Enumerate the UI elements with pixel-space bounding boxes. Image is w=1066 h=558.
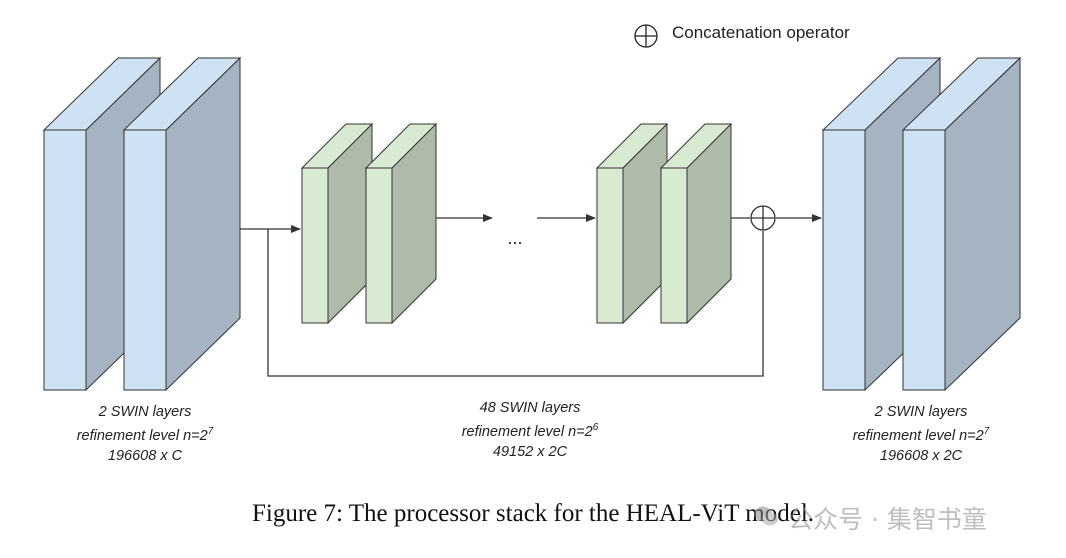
circled-plus-icon [634, 24, 658, 48]
middle-block-label: 48 SWIN layers refinement level n=26 491… [410, 398, 650, 462]
output-dimensions: 196608 x 2C [879, 447, 963, 464]
input-block-label: 2 SWIN layers refinement level n=27 1966… [40, 402, 250, 466]
middle-dimensions: 49152 x 2C [492, 443, 568, 460]
middle-refinement-level: refinement level n=26 [461, 422, 599, 440]
middle-layer-count: 48 SWIN layers [479, 400, 581, 416]
input-refinement-level: refinement level n=27 [76, 426, 214, 444]
middle-swin-layer-1 [300, 122, 374, 325]
middle-swin-layer-2 [364, 122, 438, 325]
skip-connection [267, 229, 764, 377]
output-refinement-level: refinement level n=27 [852, 426, 990, 444]
ellipsis: ... [507, 228, 522, 248]
input-layer-count: 2 SWIN layers [98, 404, 192, 420]
output-layer-count: 2 SWIN layers [874, 404, 968, 420]
figure-caption: Figure 7: The processor stack for the HE… [251, 500, 815, 527]
watermark: 公众号 · 集智书童 [752, 498, 1032, 538]
output-block-label: 2 SWIN layers refinement level n=27 1966… [816, 402, 1026, 466]
watermark-text: 公众号 · 集智书童 [788, 505, 987, 534]
middle-swin-layer-3 [595, 122, 669, 325]
wechat-logo-icon [754, 506, 778, 526]
middle-swin-layer-4 [659, 122, 733, 325]
input-swin-layer-2 [122, 56, 242, 392]
input-dimensions: 196608 x C [107, 447, 183, 464]
legend-label: Concatenation operator [672, 23, 850, 42]
concatenation-operator-icon [750, 205, 776, 231]
output-swin-layer-2 [901, 56, 1022, 392]
